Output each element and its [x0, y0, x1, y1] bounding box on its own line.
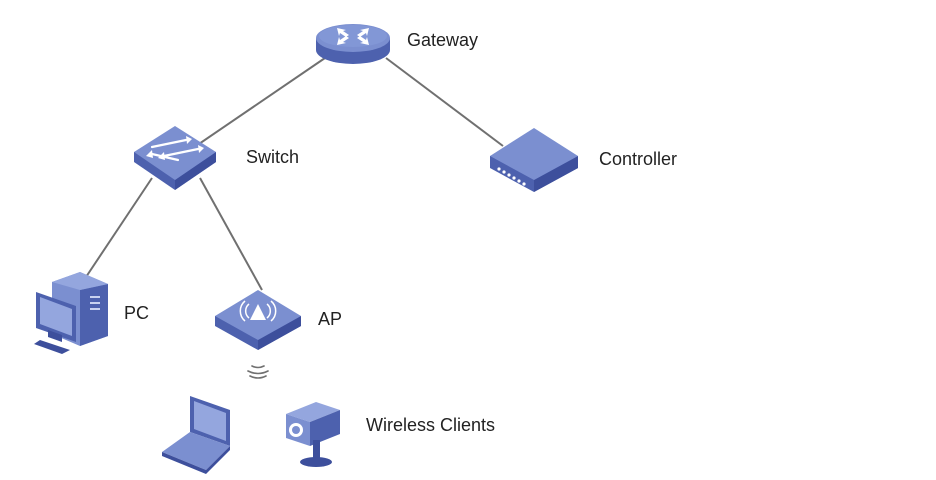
controller-icon[interactable]: [490, 128, 578, 192]
router-icon[interactable]: [316, 24, 390, 64]
wifi-signal-icon: [247, 365, 269, 379]
access-point-icon[interactable]: [215, 290, 301, 350]
gateway-label: Gateway: [407, 30, 479, 50]
wireless-clients-label: Wireless Clients: [366, 415, 496, 435]
switch-icon[interactable]: [134, 126, 216, 190]
connection-lines: [83, 57, 504, 291]
link-gateway-controller: [385, 57, 504, 147]
laptop-icon[interactable]: [162, 396, 230, 474]
switch-label: Switch: [246, 147, 300, 167]
link-switch-pc: [83, 177, 153, 281]
link-switch-ap: [199, 177, 263, 291]
link-gateway-switch: [195, 57, 326, 147]
pc-label: PC: [124, 303, 150, 323]
desktop-pc-icon[interactable]: [34, 272, 108, 354]
controller-label: Controller: [599, 149, 678, 169]
camera-icon[interactable]: [286, 402, 340, 467]
ap-label: AP: [318, 309, 343, 329]
